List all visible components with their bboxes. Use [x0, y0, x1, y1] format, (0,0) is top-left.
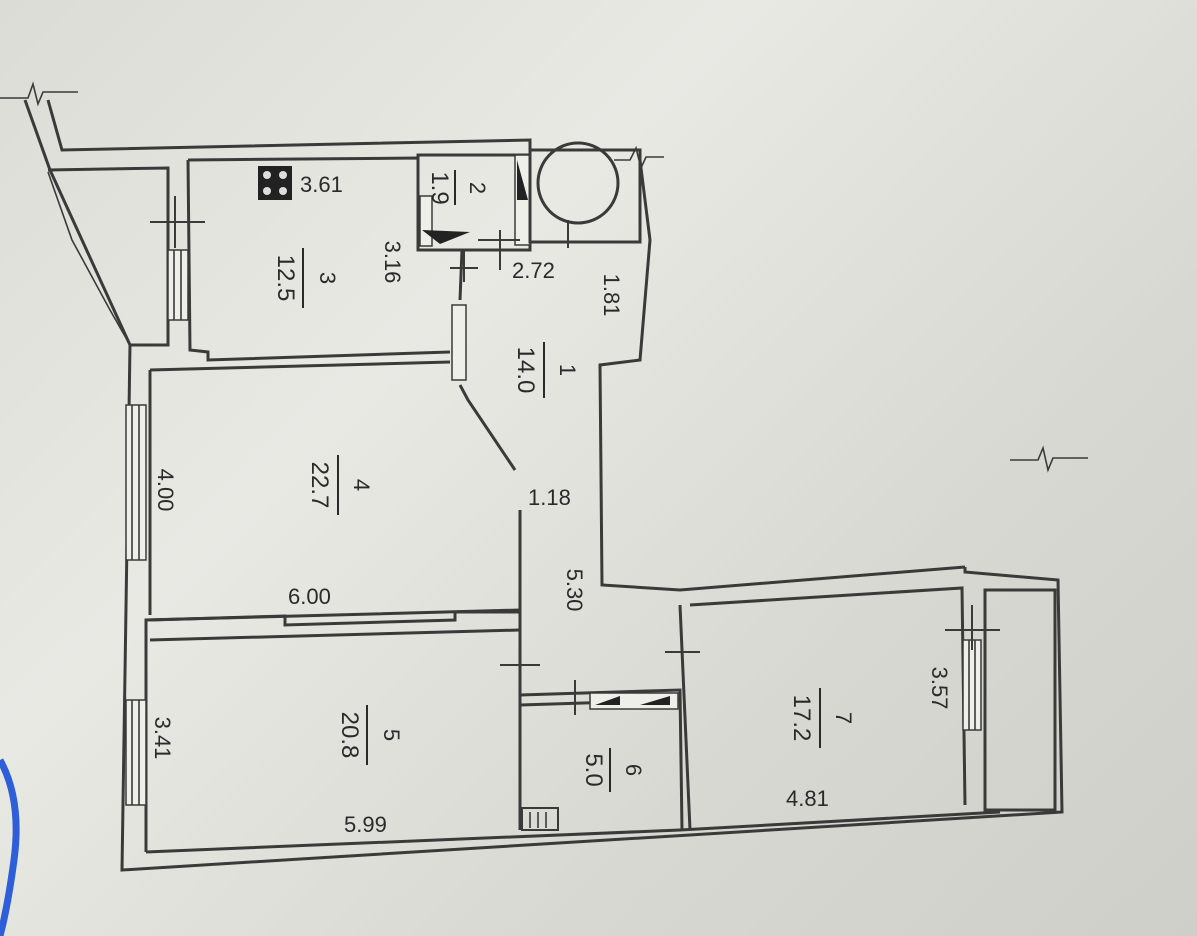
- room-2-area: 1.9: [426, 171, 453, 204]
- balcony-right: [983, 588, 1057, 812]
- dim-corridor-width: 1.18: [528, 485, 571, 510]
- room-7-area: 17.2: [788, 695, 815, 742]
- dim-room4-depth: 4.00: [153, 469, 178, 512]
- room-2-bathroom: [416, 153, 532, 270]
- room-5-number: 5: [379, 729, 404, 741]
- room-4: [125, 360, 520, 627]
- dimension-labels: 3.61 3.16 2.72 1.81 4.00 6.00 1.18 5.30 …: [150, 172, 952, 837]
- break-mark-right: [1010, 445, 1088, 473]
- room-7-number: 7: [831, 712, 856, 724]
- stove-icon: [258, 166, 292, 200]
- room-3-number: 3: [315, 272, 340, 284]
- dim-kitchen-width: 3.61: [300, 172, 343, 197]
- room-4-area: 22.7: [306, 462, 333, 509]
- vent-shaft: [528, 141, 642, 248]
- dim-room4-width: 6.00: [288, 584, 331, 609]
- room-1-hall: [450, 249, 517, 471]
- room-7: [678, 586, 1000, 831]
- dim-hall-width: 2.72: [512, 258, 555, 283]
- room-6-number: 6: [621, 764, 646, 776]
- room-6-bath: [519, 680, 684, 831]
- break-mark-left: [0, 81, 78, 107]
- room-2-number: 2: [465, 182, 490, 194]
- room-labels: 1 14.0 2 1.9 3 12.5 4 22.7 5 20.8 6 5.0 …: [272, 171, 856, 786]
- room-label-bars: [302, 170, 821, 792]
- dim-room5-width: 5.99: [344, 812, 387, 837]
- dim-room7-width: 4.81: [786, 786, 829, 811]
- room-6-area: 5.0: [580, 753, 607, 786]
- dim-corridor-length: 5.30: [562, 569, 587, 612]
- blue-pen-mark: [0, 758, 20, 936]
- room-1-number: 1: [555, 364, 580, 376]
- dim-room5-depth: 3.41: [150, 717, 175, 760]
- room-1-area: 14.0: [512, 347, 539, 394]
- dim-hall-side: 1.81: [599, 274, 624, 317]
- room-3-kitchen: [186, 156, 460, 362]
- dim-kitchen-depth: 3.16: [380, 241, 405, 284]
- dim-room7-depth: 3.57: [927, 667, 952, 710]
- room-3-area: 12.5: [272, 255, 299, 302]
- room-5: [125, 628, 521, 806]
- room-4-number: 4: [349, 479, 374, 491]
- balcony-left: [47, 166, 205, 347]
- room-5-area: 20.8: [336, 712, 363, 759]
